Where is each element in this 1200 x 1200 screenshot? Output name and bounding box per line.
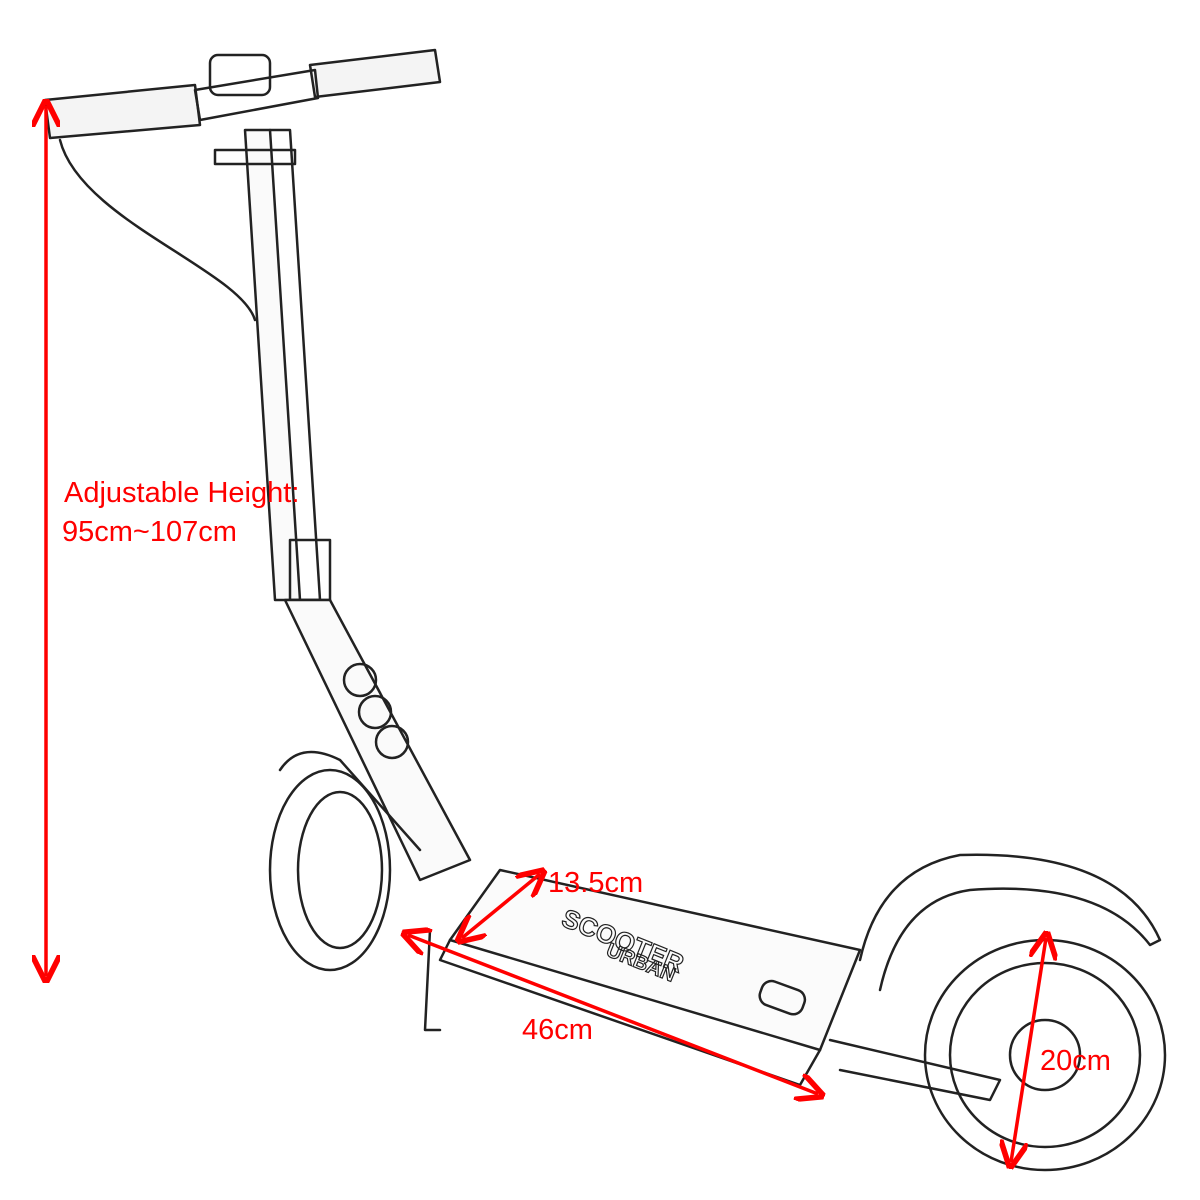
wheel-diameter-label: 20cm bbox=[1040, 1045, 1111, 1077]
stem bbox=[213, 128, 472, 882]
front-wheel bbox=[268, 750, 442, 1032]
height-label: Adjustable Height: bbox=[64, 477, 300, 509]
height-value: 95cm~107cm bbox=[62, 516, 237, 548]
deck-length-label: 46cm bbox=[522, 1014, 593, 1046]
length-arrow bbox=[408, 935, 818, 1094]
handlebar bbox=[43, 48, 442, 322]
rear-wheel bbox=[828, 853, 1167, 1172]
wheel-diameter-arrow bbox=[1011, 938, 1046, 1162]
deck-width-label: 13.5cm bbox=[548, 867, 644, 899]
